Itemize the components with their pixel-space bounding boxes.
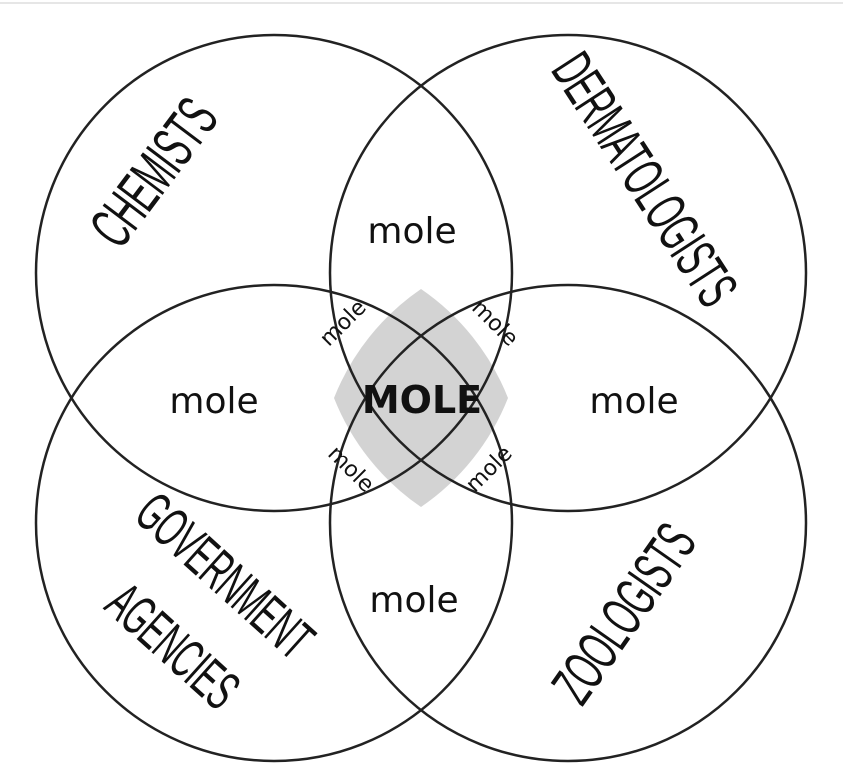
center-intersection-region [334,289,508,507]
circle-zoologists [328,283,808,763]
circle-dermatologists [328,33,808,513]
label-dermatologists: DERMATOLOGISTS [539,41,749,317]
label-zoologists: ZOOLOGISTS [539,512,708,714]
label-region-upper-left: mole [315,295,371,351]
label-region-bottom: mole [369,580,458,621]
label-region-right: mole [589,381,678,422]
circle-chemists [34,33,514,513]
circle-government-agencies [34,283,514,763]
label-region-left: mole [169,381,258,422]
label-center: MOLE [362,378,482,422]
label-chemists: CHEMISTS [77,87,230,260]
label-region-top: mole [367,211,456,252]
